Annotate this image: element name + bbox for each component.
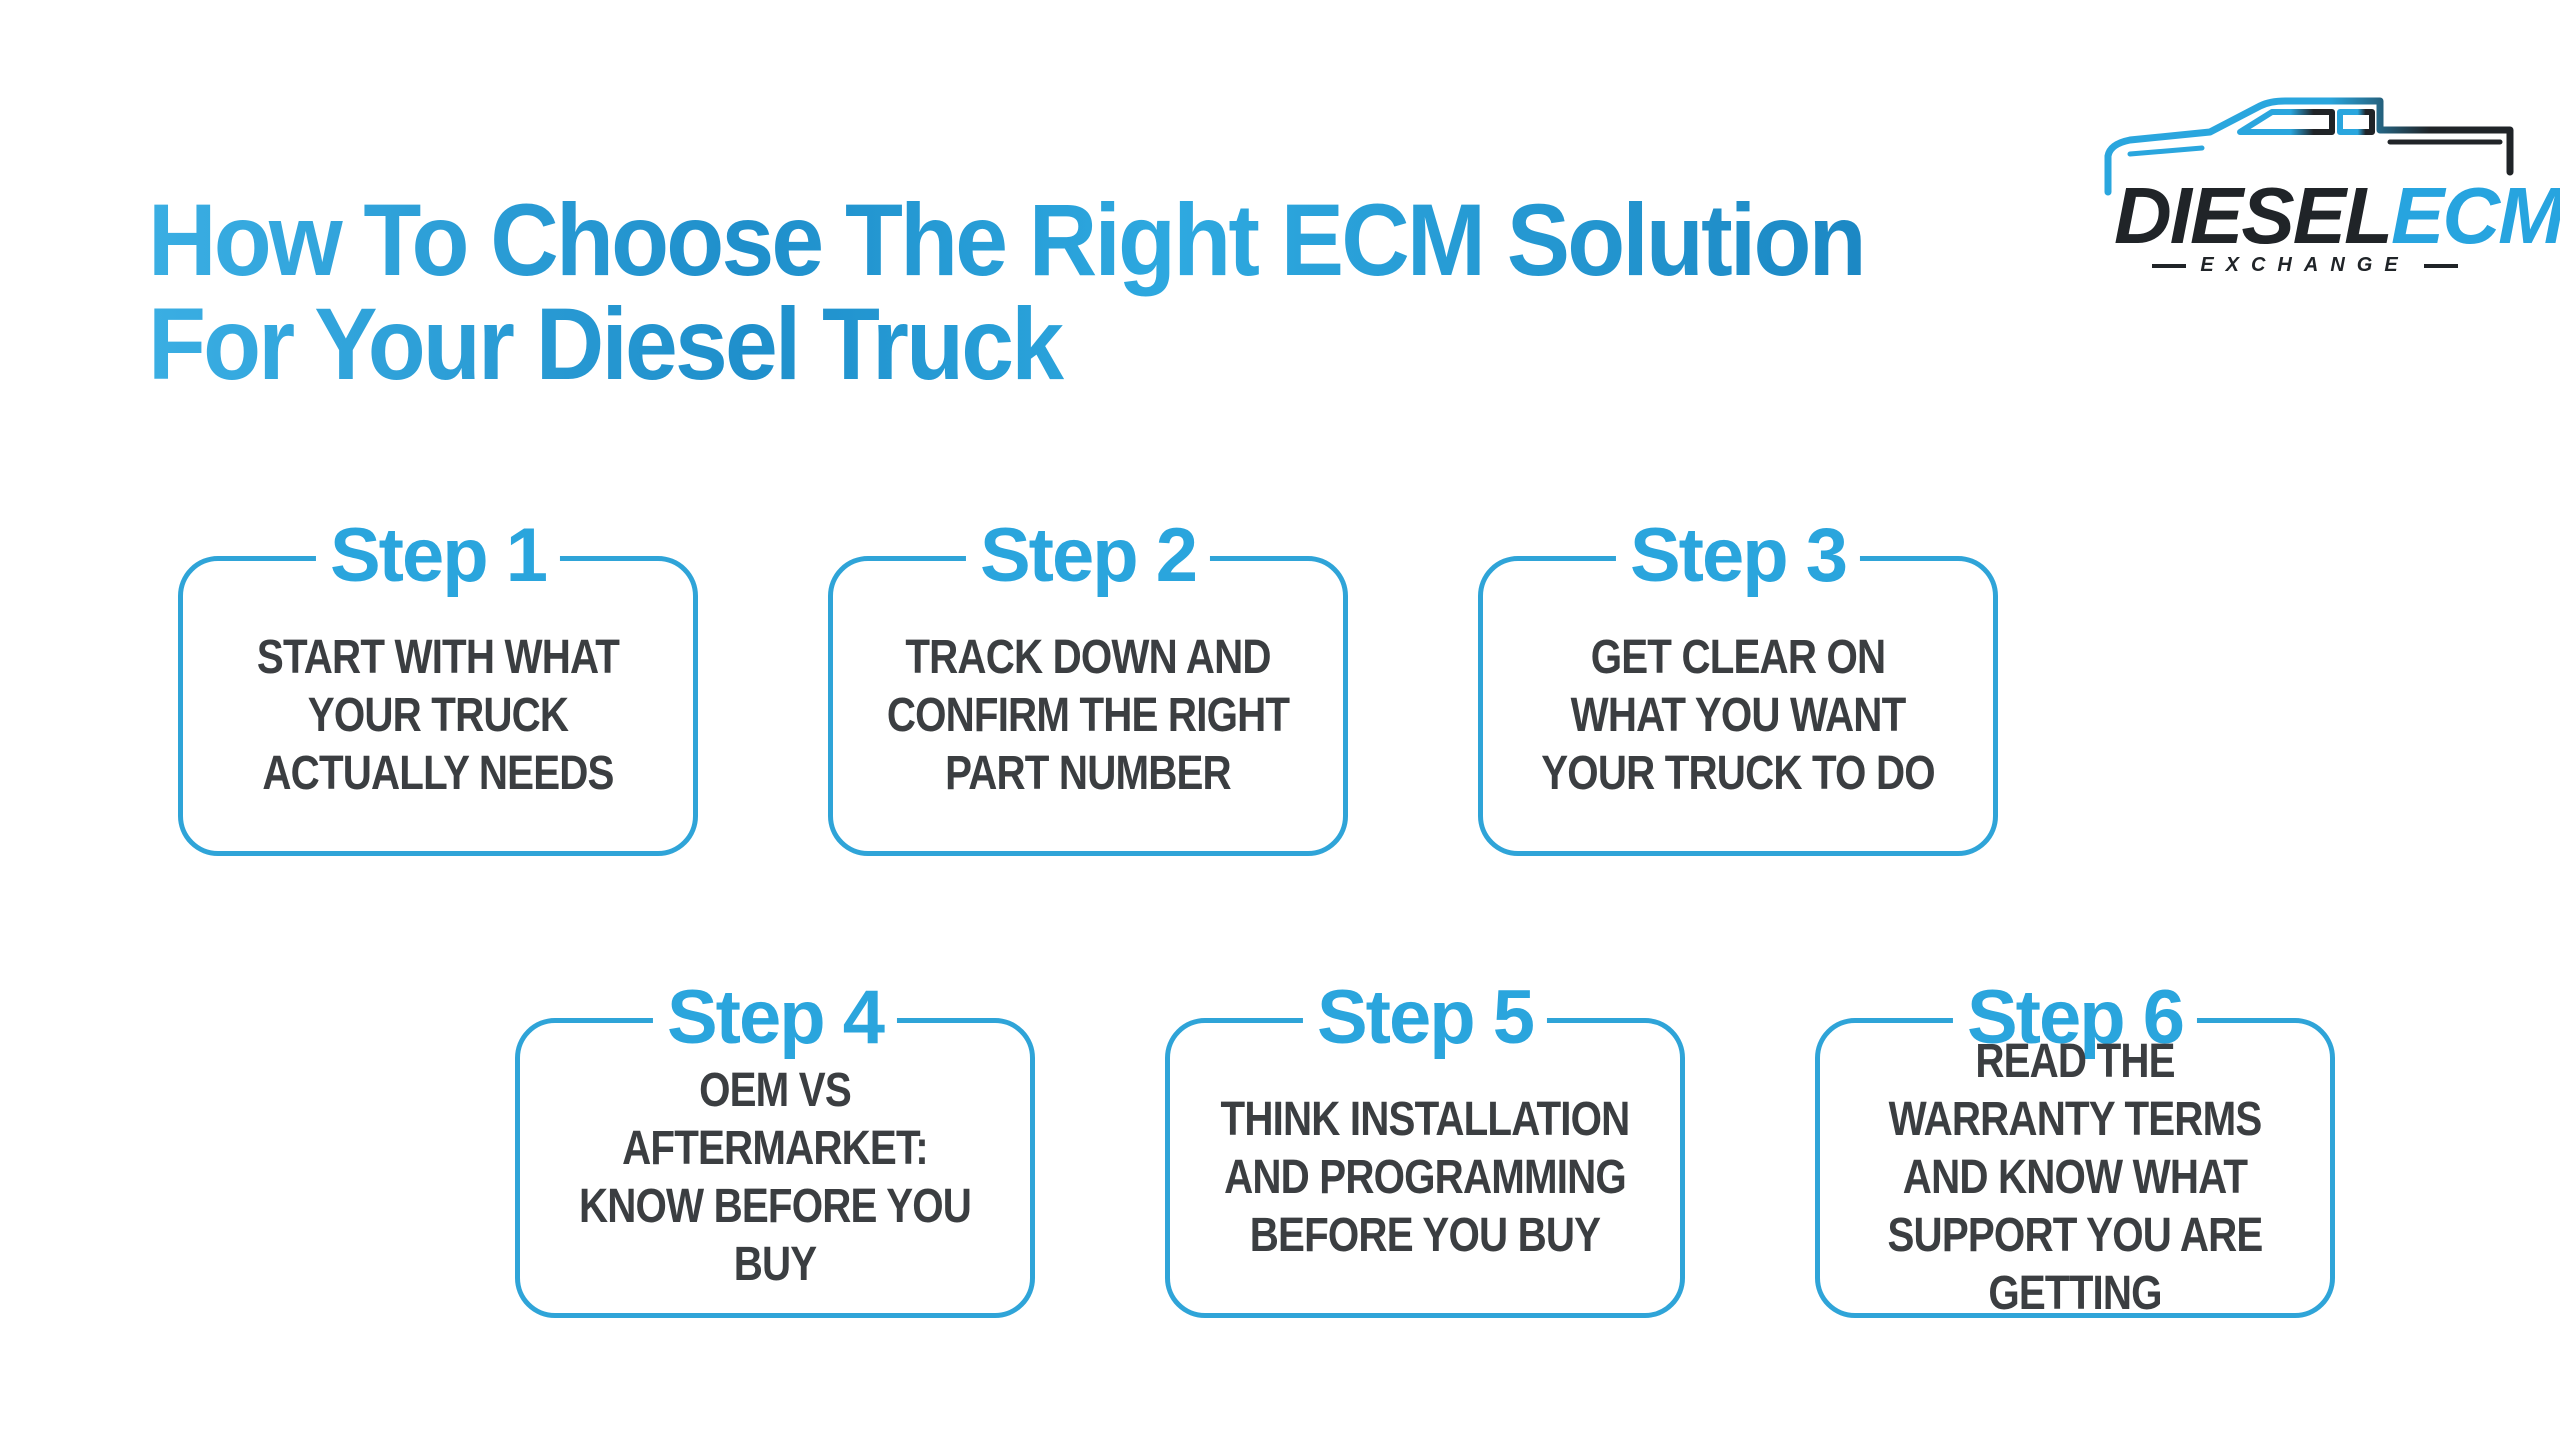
page-title: How To Choose The Right ECM Solution For… — [148, 188, 1864, 396]
logo-tagline: EXCHANGE — [2090, 254, 2520, 277]
step-description: START WITH WHAT YOUR TRUCK ACTUALLY NEED… — [190, 594, 686, 838]
logo-wordmark: DIESELECM — [2114, 174, 2560, 258]
step-card-5: Step 5 THINK INSTALLATION AND PROGRAMMIN… — [1165, 980, 1685, 1318]
step-description: TRACK DOWN AND CONFIRM THE RIGHT PART NU… — [840, 594, 1336, 838]
step-card-4: Step 4 OEM VS AFTERMARKET: KNOW BEFORE Y… — [515, 980, 1035, 1318]
logo-word-diesel: DIESEL — [2114, 171, 2393, 260]
step-description-text: START WITH WHAT YOUR TRUCK ACTUALLY NEED… — [256, 631, 620, 800]
step-description: GET CLEAR ON WHAT YOU WANT YOUR TRUCK TO… — [1490, 594, 1986, 838]
step-label: Step 3 — [1615, 518, 1861, 594]
step-label: Step 2 — [965, 518, 1211, 594]
step-card-1: Step 1 START WITH WHAT YOUR TRUCK ACTUAL… — [178, 518, 698, 856]
step-description-text: TRACK DOWN AND CONFIRM THE RIGHT PART NU… — [886, 631, 1290, 800]
step-description-text: READ THE WARRANTY TERMS AND KNOW WHAT SU… — [1887, 1035, 2263, 1320]
page-title-line-2: For Your Diesel Truck — [148, 287, 1062, 401]
page-title-line-1: How To Choose The Right ECM Solution — [148, 183, 1864, 297]
step-label: Step 1 — [315, 518, 561, 594]
step-card-3: Step 3 GET CLEAR ON WHAT YOU WANT YOUR T… — [1478, 518, 1998, 856]
step-description-text: THINK INSTALLATION AND PROGRAMMING BEFOR… — [1220, 1093, 1631, 1262]
step-description: READ THE WARRANTY TERMS AND KNOW WHAT SU… — [1827, 1035, 2323, 1320]
step-card-6: Step 6 READ THE WARRANTY TERMS AND KNOW … — [1815, 980, 2335, 1320]
step-description-text: OEM VS AFTERMARKET: KNOW BEFORE YOU BUY — [578, 1064, 972, 1291]
step-label: Step 4 — [652, 980, 898, 1056]
step-description-text: GET CLEAR ON WHAT YOU WANT YOUR TRUCK TO… — [1541, 631, 1935, 800]
step-label: Step 6 — [1952, 980, 2198, 1056]
step-card-2: Step 2 TRACK DOWN AND CONFIRM THE RIGHT … — [828, 518, 1348, 856]
step-description: OEM VS AFTERMARKET: KNOW BEFORE YOU BUY — [527, 1056, 1023, 1300]
pickup-truck-outline-icon — [2104, 97, 2514, 196]
logo-word-ecm: ECM — [2390, 171, 2560, 260]
diesel-ecm-exchange-logo: DIESELECM EXCHANGE — [2090, 96, 2560, 296]
step-label: Step 5 — [1302, 980, 1548, 1056]
step-description: THINK INSTALLATION AND PROGRAMMING BEFOR… — [1177, 1056, 1673, 1300]
